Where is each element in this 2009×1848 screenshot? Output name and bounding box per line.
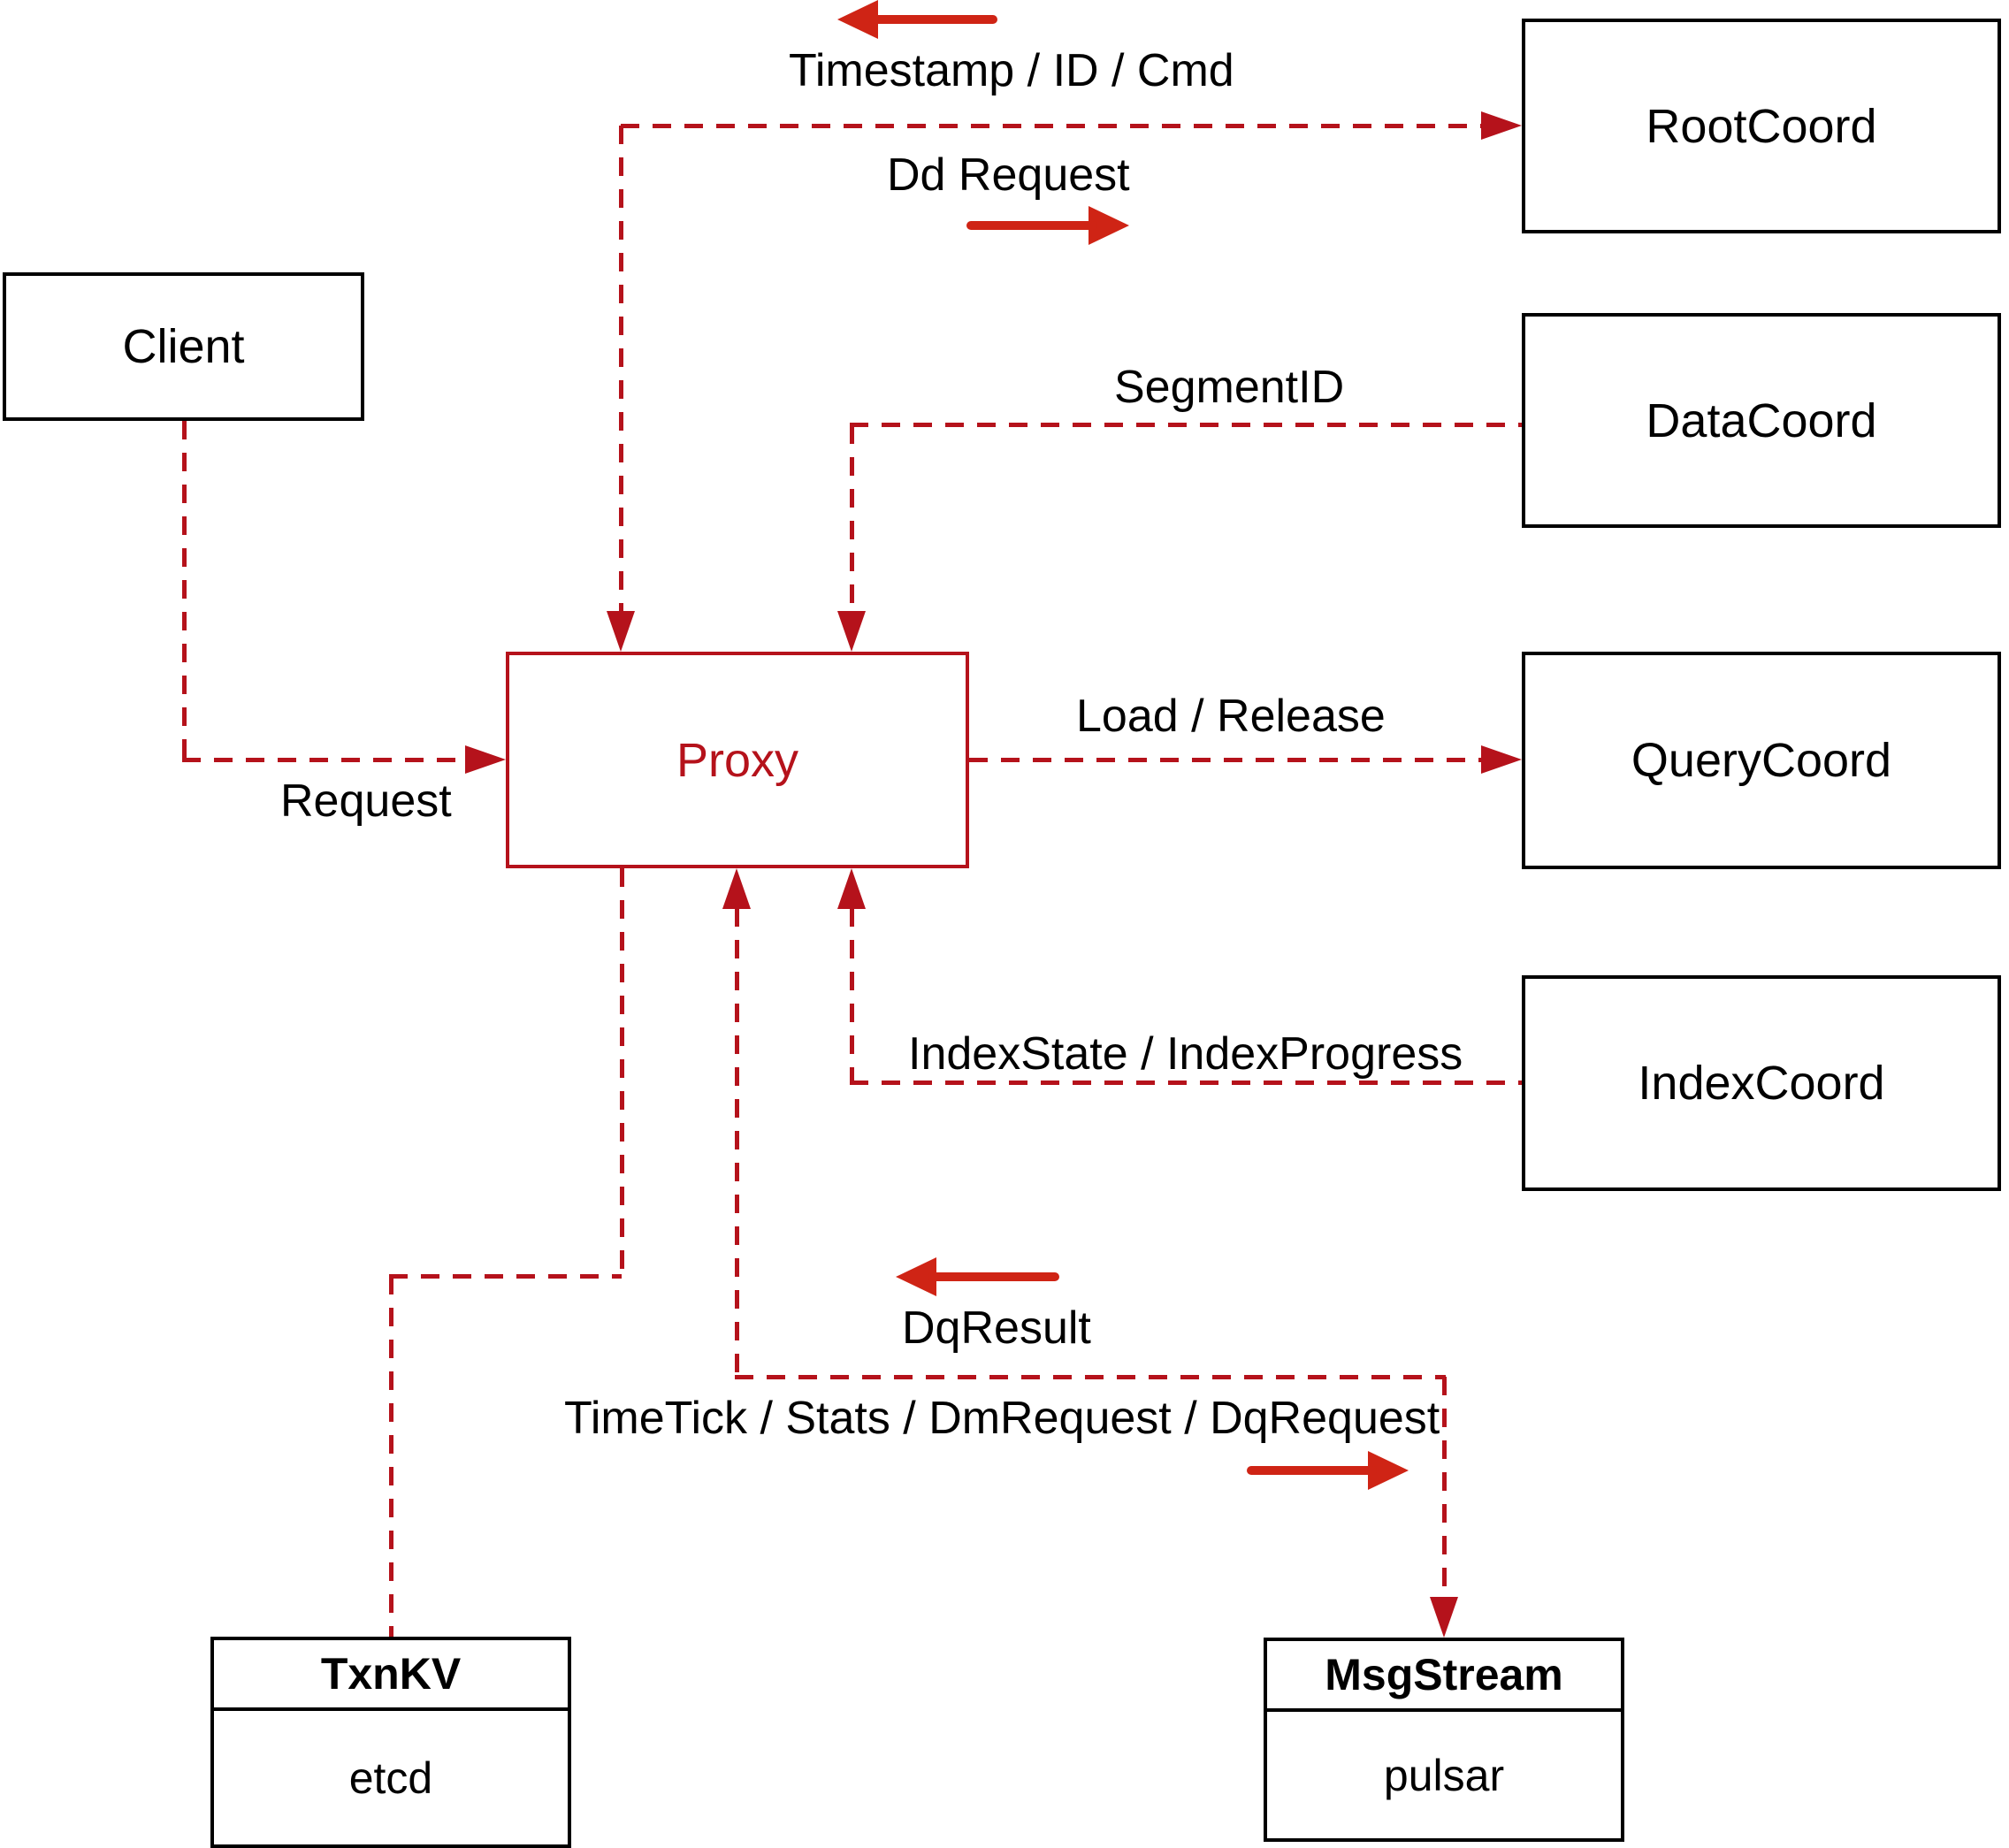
edge-label-dd-request: Dd Request [887, 149, 1130, 201]
node-indexcoord-label: IndexCoord [1638, 1057, 1885, 1110]
node-msgstream-body: pulsar [1267, 1712, 1621, 1838]
arrow-shaft [928, 1272, 1059, 1281]
arrow-shaft [869, 15, 997, 24]
node-querycoord-label: QueryCoord [1631, 734, 1892, 787]
edge-proxy-rootcoord-vertical [619, 126, 623, 611]
edge-proxy-querycoord-horizontal [969, 758, 1481, 762]
node-txnkv: TxnKV etcd [210, 1637, 571, 1848]
node-datacoord: DataCoord [1522, 313, 2001, 528]
edge-proxy-txnkv-vertical-2 [389, 1276, 393, 1637]
node-proxy-label: Proxy [676, 733, 799, 787]
node-client: Client [3, 272, 364, 421]
edge-label-segment-id: SegmentID [1114, 362, 1345, 413]
direction-arrow-left-timestamp [837, 0, 997, 39]
edge-proxy-txnkv-horizontal [389, 1274, 622, 1279]
node-client-label: Client [122, 320, 245, 373]
node-datacoord-label: DataCoord [1646, 393, 1877, 447]
edge-client-proxy-vertical [182, 421, 187, 758]
edge-label-request: Request [280, 775, 452, 827]
edge-label-index-state: IndexState / IndexProgress [908, 1028, 1463, 1080]
edge-proxy-txnkv-vertical-1 [620, 868, 624, 1276]
edge-proxy-msgstream-vertical-2 [1442, 1377, 1447, 1597]
node-indexcoord: IndexCoord [1522, 975, 2001, 1191]
node-txnkv-header: TxnKV [214, 1640, 568, 1711]
edge-datacoord-proxy-vertical [850, 425, 854, 611]
edge-label-timestamp: Timestamp / ID / Cmd [789, 45, 1234, 96]
arrowhead-into-rootcoord [1481, 111, 1522, 140]
edge-proxy-msgstream-horizontal [735, 1375, 1446, 1379]
direction-arrow-right-dd-request [966, 206, 1129, 245]
node-msgstream-header: MsgStream [1267, 1641, 1621, 1712]
edge-label-load-release: Load / Release [1076, 691, 1386, 742]
node-querycoord: QueryCoord [1522, 652, 2001, 869]
edge-indexcoord-proxy-horizontal [850, 1081, 1522, 1085]
arrowhead-into-proxy-from-indexcoord [837, 868, 866, 909]
node-rootcoord-label: RootCoord [1646, 99, 1877, 153]
arrowhead-into-querycoord [1481, 745, 1522, 774]
edge-client-proxy-horizontal [182, 758, 465, 762]
arrowhead-into-msgstream [1430, 1597, 1458, 1638]
edge-label-dq-result: DqResult [902, 1302, 1091, 1354]
arrowhead-into-proxy-from-client [465, 745, 506, 774]
arrow-shaft [966, 221, 1097, 230]
node-proxy: Proxy [506, 652, 969, 868]
direction-arrow-left-dq-result [896, 1257, 1059, 1296]
edge-proxy-rootcoord-horizontal [621, 124, 1481, 128]
node-txnkv-subtitle: etcd [348, 1753, 433, 1803]
node-txnkv-title: TxnKV [320, 1649, 462, 1699]
node-msgstream: MsgStream pulsar [1264, 1638, 1624, 1842]
arrowhead-into-proxy-from-rootcoord [607, 611, 635, 652]
node-txnkv-body: etcd [214, 1711, 568, 1844]
node-msgstream-title: MsgStream [1325, 1650, 1563, 1699]
arrowhead-into-proxy-from-datacoord [837, 611, 866, 652]
edge-indexcoord-proxy-vertical [850, 908, 854, 1082]
edge-datacoord-proxy-horizontal [850, 423, 1522, 427]
edge-label-timetick: TimeTick / Stats / DmRequest / DqRequest [564, 1393, 1440, 1444]
node-msgstream-subtitle: pulsar [1383, 1750, 1505, 1800]
arrow-shaft [1247, 1466, 1377, 1475]
arrowhead-into-proxy-from-msgstream [722, 868, 751, 909]
node-rootcoord: RootCoord [1522, 19, 2001, 233]
direction-arrow-right-timetick [1247, 1451, 1409, 1490]
edge-proxy-msgstream-vertical-1 [735, 908, 739, 1377]
